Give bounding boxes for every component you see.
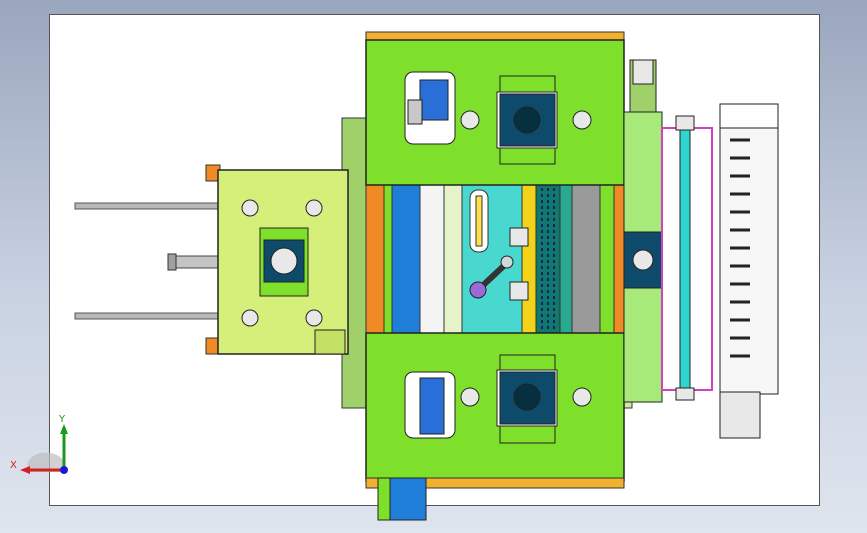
y-axis-label: Y (58, 414, 66, 425)
left-plate-bolt-bl[interactable] (241, 309, 259, 327)
comb-header[interactable] (719, 103, 779, 129)
cylinder-rod-end[interactable] (167, 253, 177, 271)
strip-orange[interactable] (365, 184, 385, 334)
top-plate-bolt-right[interactable] (572, 110, 592, 130)
strip-green-a[interactable] (383, 184, 393, 334)
bottom-plate-shadow (365, 477, 625, 489)
pivot-slot-inner[interactable] (475, 195, 483, 247)
bottom-plate-bolt-right[interactable] (572, 387, 592, 407)
bottom-motor-shaft[interactable] (513, 383, 541, 411)
strip-light[interactable] (443, 184, 463, 334)
top-plate-window-part2 (407, 99, 423, 125)
strip-blue[interactable] (391, 184, 421, 334)
guide-rod-top[interactable] (74, 202, 224, 210)
guide-rod-bottom[interactable] (74, 312, 224, 320)
roller-cyan[interactable] (679, 127, 691, 391)
axis-triad: Y X (10, 414, 68, 474)
left-plate-bolt-tl[interactable] (241, 199, 259, 217)
x-axis-label: X (10, 460, 17, 471)
top-motor-shaft[interactable] (513, 106, 541, 134)
z-axis-dot (60, 466, 68, 474)
top-plate-bolt-left[interactable] (460, 110, 480, 130)
bottom-plate-bolt-left[interactable] (460, 387, 480, 407)
roller-top-knob[interactable] (675, 115, 695, 131)
top-plate-window-part (419, 79, 449, 121)
comb-base[interactable] (719, 391, 761, 439)
strip-green-b[interactable] (599, 184, 615, 334)
strip-white-a[interactable] (419, 184, 445, 334)
pivot-bolt-b[interactable] (500, 255, 514, 269)
left-plate-bolt-br[interactable] (305, 309, 323, 327)
triad-shadow (27, 452, 64, 472)
bottom-plate-window-part (419, 377, 445, 435)
left-plate-bolt-tr[interactable] (305, 199, 323, 217)
comb-teeth (730, 138, 750, 358)
left-plate-ext (314, 329, 346, 355)
roller-bottom-knob[interactable] (675, 387, 695, 401)
strip-gray[interactable] (571, 184, 601, 334)
strip-yellow[interactable] (521, 184, 537, 334)
strip-teal[interactable] (559, 184, 573, 334)
right-block-shaft[interactable] (632, 249, 654, 271)
comb-frame[interactable] (719, 103, 779, 395)
y-axis-head (60, 424, 68, 434)
left-plate-motor-shaft[interactable] (270, 247, 298, 275)
bracket-b[interactable] (509, 281, 529, 301)
x-axis-head (20, 466, 30, 474)
right-top-knob[interactable] (632, 59, 654, 85)
pivot-bolt-a[interactable] (469, 281, 487, 299)
bracket-a[interactable] (509, 227, 529, 247)
bottom-blue-block-side (377, 477, 391, 521)
